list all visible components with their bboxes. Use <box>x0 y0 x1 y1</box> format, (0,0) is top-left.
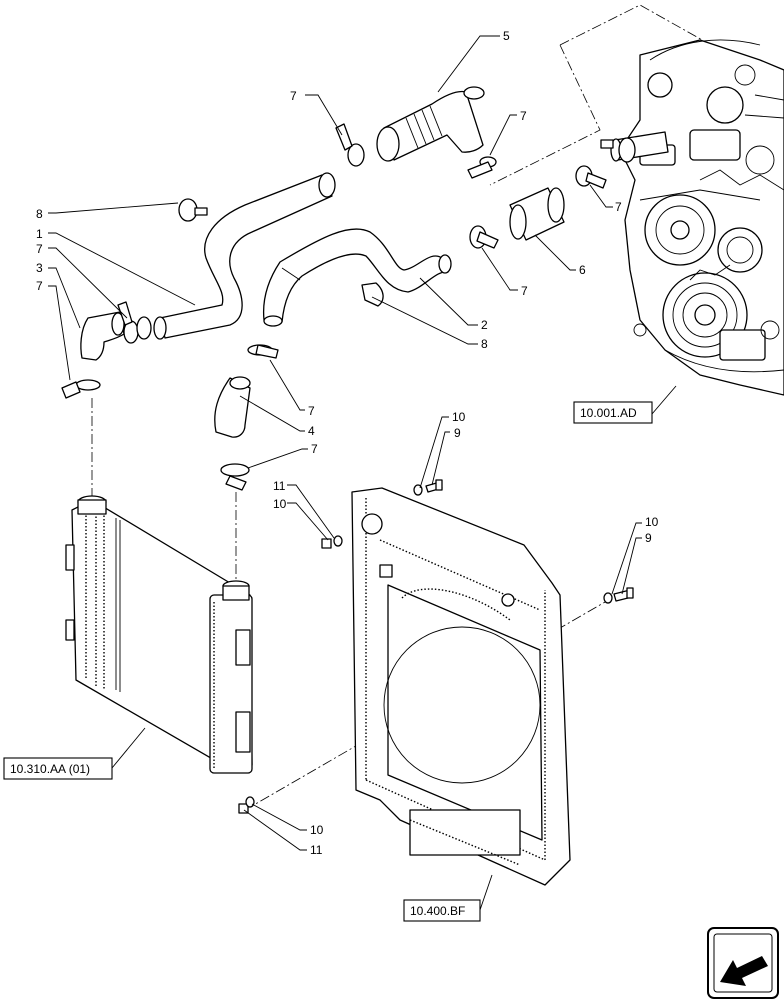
hose-3-elbow <box>80 311 125 361</box>
callout-6: 6 <box>579 263 586 277</box>
clamp-7-hose4-bottom <box>220 463 250 491</box>
hose-5-elbow <box>376 86 485 162</box>
callout-10-upper: 10 <box>452 410 466 424</box>
leader-lines <box>48 35 677 911</box>
clamp-7-hose5-right <box>467 156 497 179</box>
callout-8-upper: 8 <box>36 207 43 221</box>
callout-2: 2 <box>481 318 488 332</box>
ref-label-radiator: 10.310.AA (01) <box>10 762 90 776</box>
clamp-7-elbow3-bottom <box>61 379 101 399</box>
clamp-7-engine-outlet <box>600 137 636 163</box>
bolt-9-upper <box>425 479 443 493</box>
nut-11-bottom <box>238 803 249 814</box>
callout-5: 5 <box>503 29 510 43</box>
fan-shroud <box>351 487 571 886</box>
callout-10-bottom: 10 <box>310 823 324 837</box>
callout-1: 1 <box>36 227 43 241</box>
clamp-7-sleeve6-right <box>575 165 607 189</box>
callout-9-right: 9 <box>645 531 652 545</box>
callout-7-hose5-left: 7 <box>290 89 297 103</box>
callout-7-elbow3-a: 7 <box>36 242 43 256</box>
ref-label-fan-shroud: 10.400.BF <box>410 904 465 918</box>
callout-4: 4 <box>308 424 315 438</box>
clamp-7-elbow3-top-b <box>136 316 152 340</box>
callout-11-left: 11 <box>273 479 286 493</box>
callout-7-engine: 7 <box>615 200 622 214</box>
callout-10-right: 10 <box>645 515 659 529</box>
ref-box-radiator[interactable]: 10.310.AA (01) <box>3 757 113 780</box>
hose-4 <box>214 376 251 438</box>
callout-7-hose5-right: 7 <box>520 109 527 123</box>
callout-7-hose4-top: 7 <box>308 404 315 418</box>
washer-10-bottom <box>245 796 255 808</box>
ref-box-fan-shroud[interactable]: 10.400.BF <box>403 899 481 922</box>
engine-block <box>489 4 784 396</box>
callout-7-hose4-bottom: 7 <box>311 442 318 456</box>
clamp-8-lower <box>361 282 384 307</box>
ref-label-engine: 10.001.AD <box>580 406 637 420</box>
tube-1 <box>153 172 336 340</box>
washer-10-right <box>603 592 613 604</box>
back-arrow-icon[interactable] <box>707 927 779 999</box>
callout-labels: 5 7 7 7 7 6 2 8 8 1 7 3 7 7 4 7 10 9 10 … <box>36 29 659 857</box>
clamp-8-upper <box>178 198 208 222</box>
callout-7-sleeve6: 7 <box>521 284 528 298</box>
callout-9-upper: 9 <box>454 426 461 440</box>
radiator <box>65 495 253 774</box>
clamp-7-hose4-top <box>247 344 279 359</box>
clamp-7-hose5-left <box>335 123 365 167</box>
nut-11-left <box>321 538 332 549</box>
washer-10-left <box>333 535 343 547</box>
callout-10-left: 10 <box>273 497 287 511</box>
callout-7-elbow3-b: 7 <box>36 279 43 293</box>
tube-2 <box>262 228 452 327</box>
clamp-7-sleeve6-left <box>469 225 499 249</box>
callout-11-bottom: 11 <box>310 843 323 857</box>
clamp-7-elbow3-top-a <box>117 301 139 344</box>
hose-6-sleeve <box>509 187 565 241</box>
ref-box-engine[interactable]: 10.001.AD <box>573 401 653 424</box>
bolt-9-right <box>613 587 634 602</box>
callout-3: 3 <box>36 261 43 275</box>
callout-8-lower: 8 <box>481 337 488 351</box>
